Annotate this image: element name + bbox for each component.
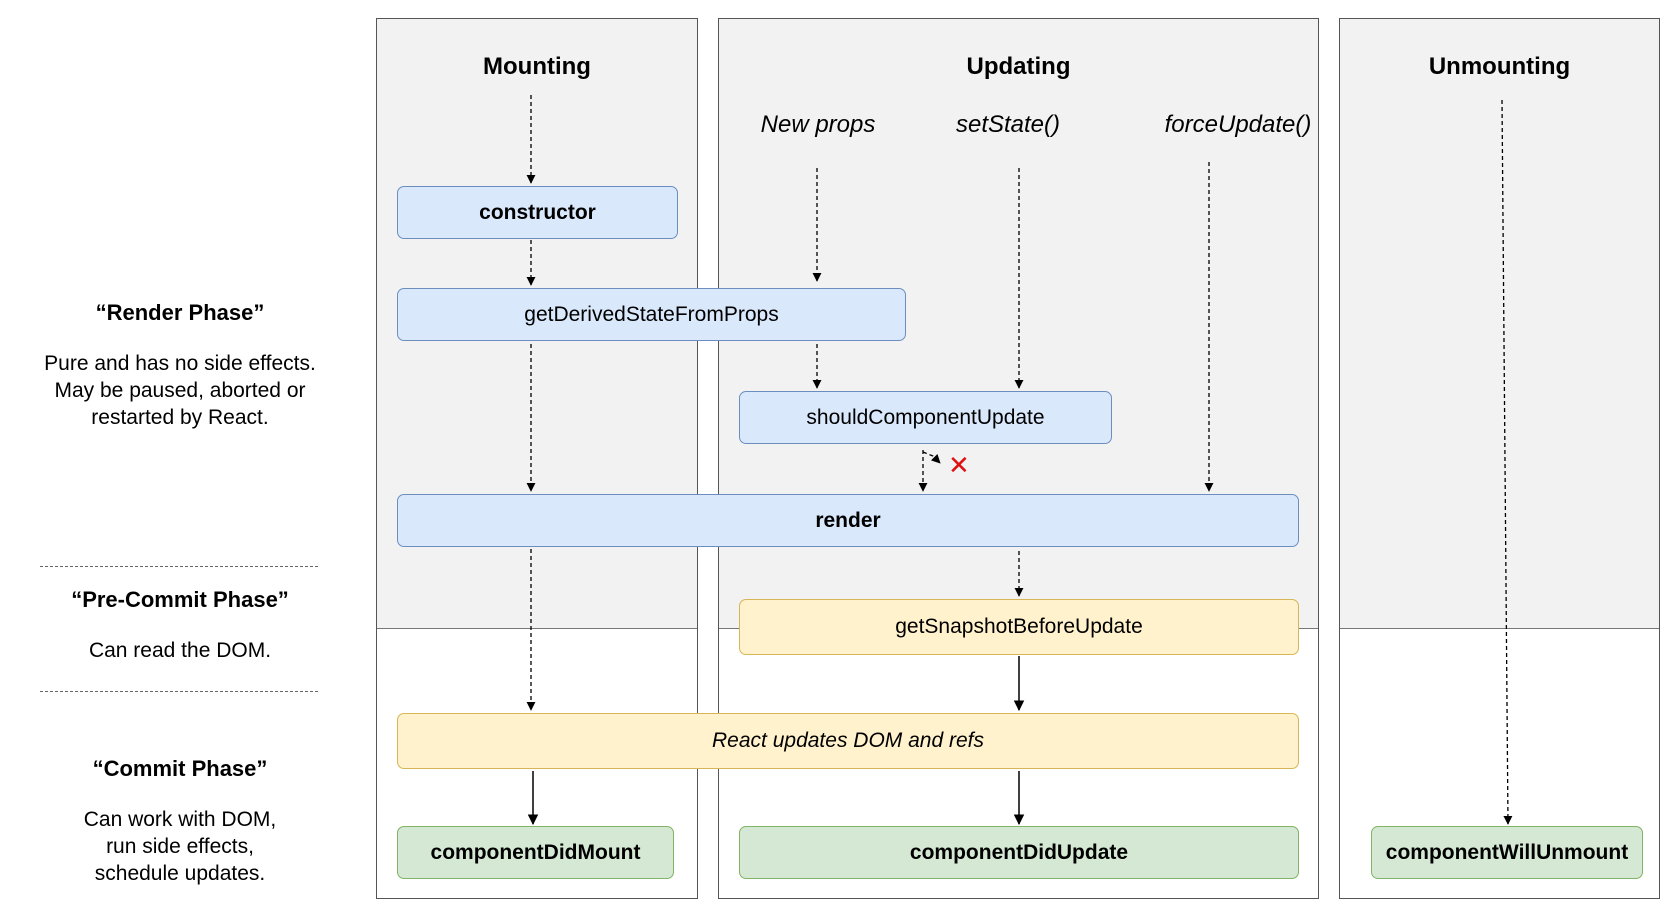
updating-title: Updating [966, 53, 1071, 80]
render-phase-description: Pure and has no side effects. May be pau… [44, 352, 316, 429]
phase-divider [40, 566, 318, 567]
unmounting-column: Unmounting [1339, 18, 1660, 899]
component-did-update-node: componentDidUpdate [739, 826, 1299, 879]
precommit-phase-title: “Pre-Commit Phase” [71, 587, 289, 612]
set-state-trigger: setState() [955, 111, 1061, 138]
mounting-title: Mounting [483, 53, 591, 80]
force-update-trigger: forceUpdate() [1164, 111, 1312, 138]
x-mark-icon: ✕ [948, 450, 970, 480]
phase-divider [40, 691, 318, 692]
render-phase-title: “Render Phase” [95, 300, 265, 325]
unmounting-title: Unmounting [1428, 53, 1571, 80]
phase-sidebar: “Render Phase” Pure and has no side effe… [0, 0, 360, 917]
render-phase-area [1340, 19, 1659, 629]
component-did-mount-node: componentDidMount [397, 826, 674, 879]
precommit-phase-description: Can read the DOM. [88, 639, 272, 662]
should-component-update-node: shouldComponentUpdate [739, 391, 1112, 444]
precommit-phase-label: “Pre-Commit Phase” Can read the DOM. [0, 587, 360, 664]
render-phase-label: “Render Phase” Pure and has no side effe… [0, 300, 360, 431]
react-updates-dom-node: React updates DOM and refs [397, 713, 1299, 769]
render-node: render [397, 494, 1299, 547]
get-snapshot-node: getSnapshotBeforeUpdate [739, 599, 1299, 655]
get-derived-state-node: getDerivedStateFromProps [397, 288, 906, 341]
commit-phase-title: “Commit Phase” [92, 756, 268, 781]
commit-phase-description: Can work with DOM, run side effects, sch… [83, 808, 277, 885]
component-will-unmount-node: componentWillUnmount [1371, 826, 1643, 879]
constructor-node: constructor [397, 186, 678, 239]
commit-phase-label: “Commit Phase” Can work with DOM, run si… [0, 756, 360, 887]
new-props-trigger: New props [760, 111, 876, 138]
